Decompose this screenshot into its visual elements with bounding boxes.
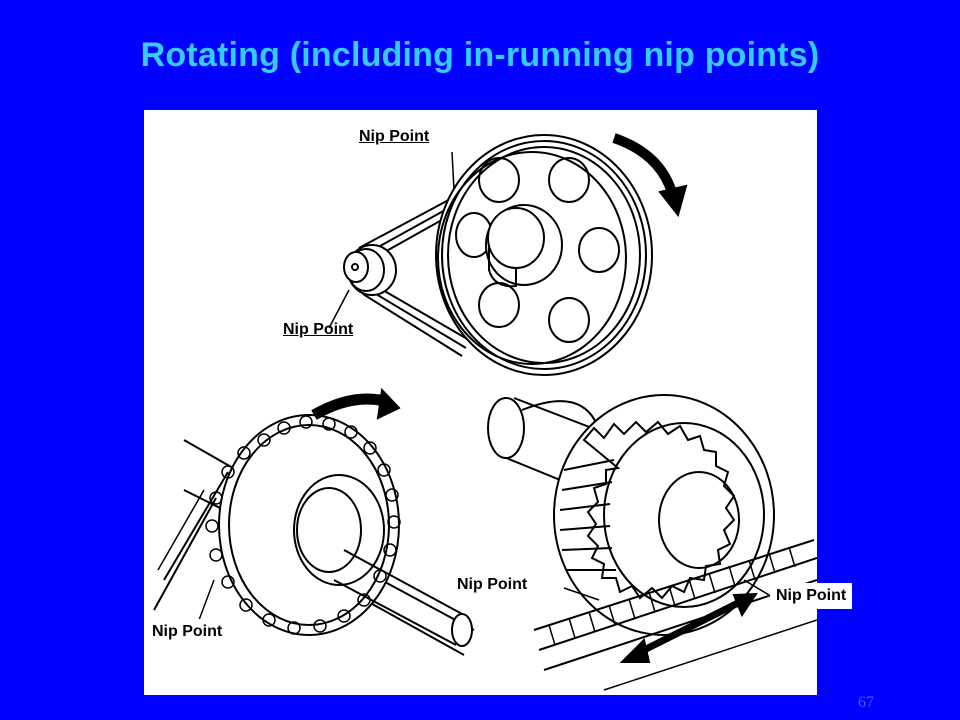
nip-point-label-sprocket: Nip Point — [146, 619, 229, 645]
nip-point-label-gear-left: Nip Point — [451, 572, 534, 598]
illustration-panel: Nip Point Nip Point Nip Point Nip Point … — [144, 110, 853, 695]
belt-pulley-drawing — [328, 133, 688, 376]
machinery-illustration — [153, 133, 817, 691]
page-number: 67 — [858, 694, 874, 711]
gear-rack-drawing — [487, 394, 817, 691]
slide-title: Rotating (including in-running nip point… — [140, 36, 820, 74]
chain-sprocket-drawing — [153, 387, 475, 656]
nip-point-label-pulley-bottom: Nip Point — [283, 321, 354, 338]
nip-point-label-gear-right: Nip Point — [770, 583, 853, 609]
nip-point-label-pulley-top: Nip Point — [359, 128, 430, 145]
